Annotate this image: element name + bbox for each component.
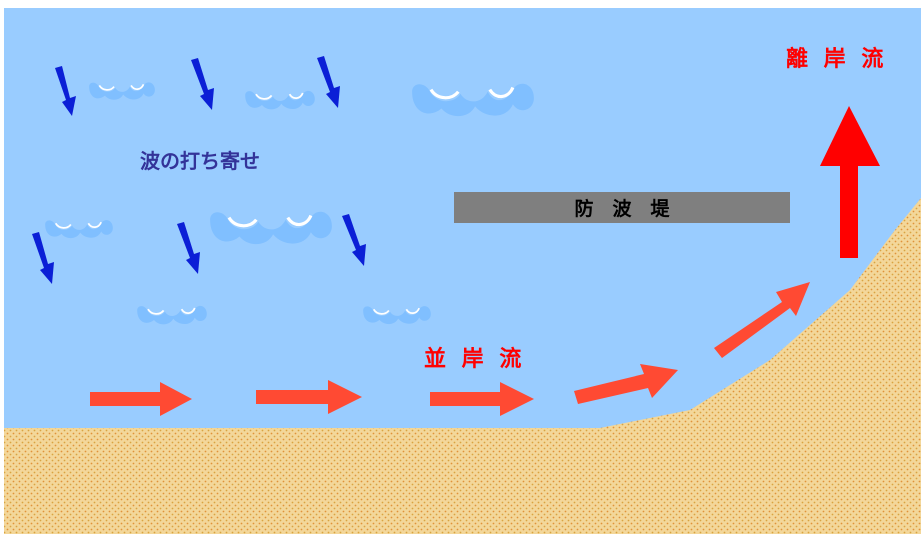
wave-arrows xyxy=(32,56,366,284)
arrow-down-right-icon xyxy=(342,214,366,266)
arrow-down-right-icon xyxy=(177,222,200,274)
arrow-right-icon xyxy=(574,364,678,404)
arrow-right-icon xyxy=(256,380,362,414)
breakwater xyxy=(454,192,790,223)
arrow-right-icon xyxy=(430,382,534,416)
arrow-down-right-icon xyxy=(191,58,214,110)
longshore-current-label: 並 岸 流 xyxy=(424,346,525,372)
arrow-right-icon xyxy=(90,382,192,416)
longshore-current-arrows xyxy=(90,282,810,416)
arrow-down-right-icon xyxy=(317,56,340,108)
rip-current-label: 離 岸 流 xyxy=(786,46,887,72)
rip-current-arrow-icon xyxy=(820,106,880,258)
arrow-right-icon xyxy=(714,282,810,358)
sand-beach xyxy=(4,198,921,534)
arrow-down-right-icon xyxy=(55,66,76,116)
breakwater-label: 防 波 堤 xyxy=(574,197,670,220)
wave-approach-label: 波の打ち寄せ xyxy=(140,149,260,173)
arrow-down-right-icon xyxy=(32,232,54,284)
